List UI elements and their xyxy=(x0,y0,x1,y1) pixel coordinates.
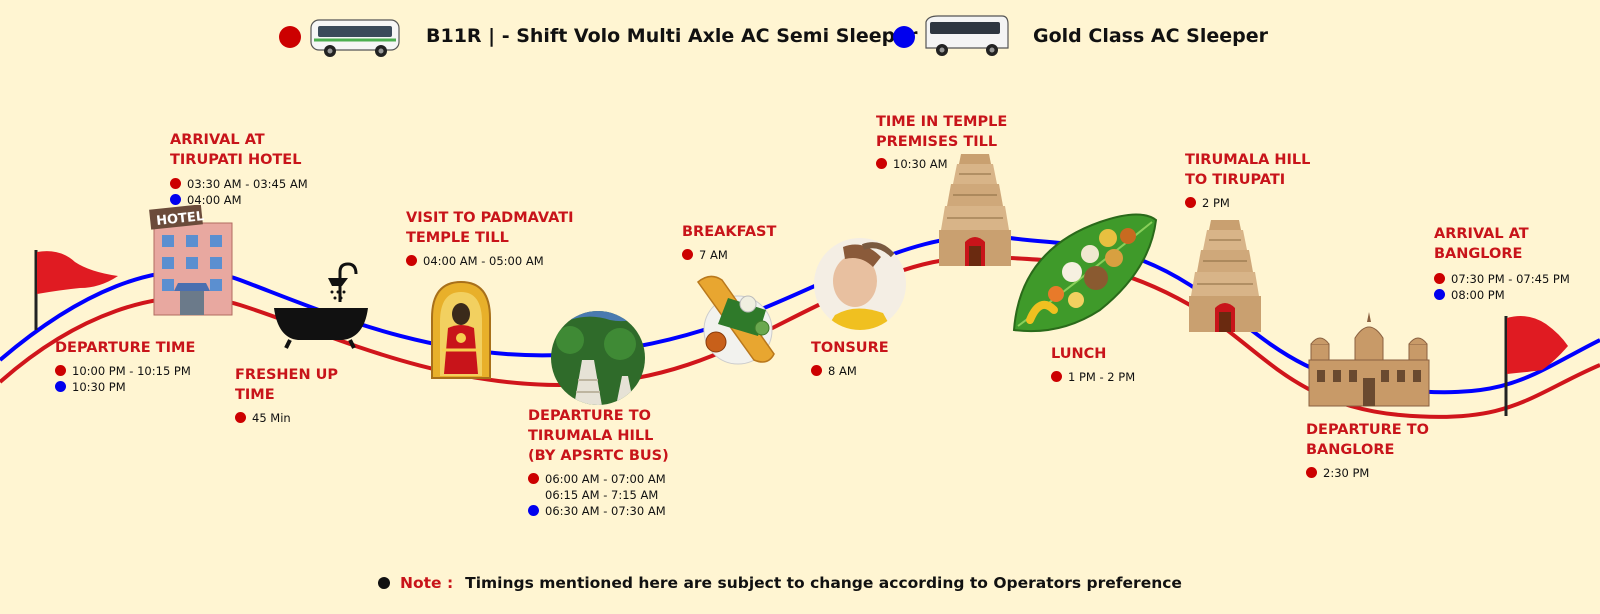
dosa-icon xyxy=(696,275,775,365)
bus-icon xyxy=(310,19,400,57)
tirumala-hill-icon xyxy=(551,311,645,405)
banana-leaf-meal-icon xyxy=(1012,213,1158,333)
time-blue: 06:30 AM - 07:30 AM xyxy=(528,503,669,519)
stop-arrival-banglore: ARRIVAL AT BANGLORE 07:30 PM - 07:45 PM … xyxy=(1434,224,1570,303)
stop-lunch: LUNCH 1 PM - 2 PM xyxy=(1051,344,1135,385)
stop-breakfast: BREAKFAST 7 AM xyxy=(682,222,776,263)
stop-tonsure: TONSURE 8 AM xyxy=(811,338,889,379)
stop-departure-tirumala: DEPARTURE TO TIRUMALA HILL (BY APSRTC BU… xyxy=(528,406,669,519)
stop-departure-banglore: DEPARTURE TO BANGLORE 2:30 PM xyxy=(1306,420,1429,481)
bathtub-icon xyxy=(274,262,368,349)
time-unmarked: 06:15 AM - 7:15 AM xyxy=(545,488,659,502)
time-red: 10:30 AM xyxy=(876,156,1007,172)
time-red: 1 PM - 2 PM xyxy=(1051,369,1135,385)
stop-freshen-up: FRESHEN UP TIME 45 Min xyxy=(235,365,338,426)
note-label: Note : xyxy=(400,574,454,592)
temple-gopuram-icon xyxy=(1189,220,1261,332)
note-text: Timings mentioned here are subject to ch… xyxy=(465,574,1182,592)
time-red: 03:30 AM - 03:45 AM xyxy=(170,176,308,192)
note-bullet xyxy=(378,577,390,589)
legend-dot-blue xyxy=(893,26,915,48)
stop-hill-to-tirupati: TIRUMALA HILL TO TIRUPATI 2 PM xyxy=(1185,150,1310,211)
legend-label-blue-bus: Gold Class AC Sleeper xyxy=(1033,25,1268,47)
tonsure-icon xyxy=(814,238,906,330)
time-red: 2:30 PM xyxy=(1306,465,1429,481)
stop-title: DEPARTURE TO BANGLORE xyxy=(1306,422,1429,458)
legend-label-red-bus: B11R | - Shift Volo Multi Axle AC Semi S… xyxy=(426,25,918,47)
temple-gopuram-icon xyxy=(939,154,1011,266)
time-red: 8 AM xyxy=(811,363,889,379)
bus-icon xyxy=(925,15,1009,56)
stop-title: TONSURE xyxy=(811,340,889,356)
time-blue: 08:00 PM xyxy=(1434,287,1570,303)
stop-title: FRESHEN UP TIME xyxy=(235,367,339,403)
legend-dot-red xyxy=(279,26,301,48)
time-blue: 10:30 PM xyxy=(55,379,195,395)
stop-padmavati: VISIT TO PADMAVATI TEMPLE TILL 04:00 AM … xyxy=(406,208,574,269)
stop-title: BREAKFAST xyxy=(682,224,777,240)
stop-title: VISIT TO PADMAVATI TEMPLE TILL xyxy=(406,210,574,246)
time-red: 04:00 AM - 05:00 AM xyxy=(406,253,574,269)
stop-temple-time: TIME IN TEMPLE PREMISES TILL 10:30 AM xyxy=(876,112,1007,172)
time-red: 10:00 PM - 10:15 PM xyxy=(55,363,195,379)
stop-departure: DEPARTURE TIME 10:00 PM - 10:15 PM 10:30… xyxy=(55,338,195,395)
palace-icon xyxy=(1308,312,1430,407)
note: Note : Timings mentioned here are subject… xyxy=(378,574,1182,593)
time-red: 07:30 PM - 07:45 PM xyxy=(1434,271,1570,287)
hotel-icon: HOTEL xyxy=(149,205,233,316)
time-red: 2 PM xyxy=(1185,195,1310,211)
goddess-idol-icon xyxy=(431,280,491,379)
time-red: 45 Min xyxy=(235,410,338,426)
red-flag-icon xyxy=(34,250,118,330)
stop-title: TIME IN TEMPLE PREMISES TILL xyxy=(876,114,1008,150)
time-red: 06:00 AM - 07:00 AM xyxy=(528,471,669,487)
stop-title: DEPARTURE TO TIRUMALA HILL (BY APSRTC BU… xyxy=(528,408,669,464)
stop-arrival-hotel: ARRIVAL AT TIRUPATI HOTEL 03:30 AM - 03:… xyxy=(170,130,308,208)
stop-title: ARRIVAL AT TIRUPATI HOTEL xyxy=(170,132,302,168)
stop-title: ARRIVAL AT BANGLORE xyxy=(1434,226,1529,262)
time-red: 7 AM xyxy=(682,247,776,263)
svg-text:HOTEL: HOTEL xyxy=(156,209,205,229)
red-flag-icon xyxy=(1504,316,1568,416)
stop-title: LUNCH xyxy=(1051,346,1107,362)
time-blue: 04:00 AM xyxy=(170,192,308,208)
stop-title: DEPARTURE TIME xyxy=(55,340,196,356)
stop-title: TIRUMALA HILL TO TIRUPATI xyxy=(1185,152,1311,188)
